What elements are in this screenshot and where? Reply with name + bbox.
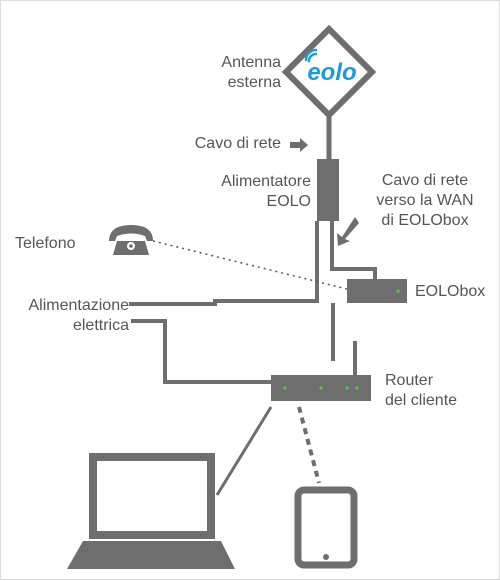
label-eolobox: EOLObox	[415, 283, 486, 300]
label-phone: Telefono	[15, 235, 76, 252]
label-antenna: Antenna esterna	[221, 54, 281, 91]
laptop-icon	[67, 453, 235, 569]
laptop-cable	[215, 406, 273, 496]
eolo-logo-text: eolo	[307, 59, 356, 86]
tablet-icon	[294, 486, 358, 569]
label-power: Alimentazione elettrica	[28, 297, 130, 334]
label-router: Router del cliente	[385, 372, 458, 409]
telephone-icon	[109, 225, 153, 255]
label-wan-cable: Cavo di rete verso la WAN di EOLObox	[376, 172, 474, 229]
arrow-down-left-icon	[337, 217, 359, 246]
tablet-wifi	[297, 406, 321, 484]
arrow-right-icon	[290, 138, 308, 152]
label-power-supply: Alimentatore EOLO	[221, 173, 311, 210]
antenna-diamond-icon: eolo	[281, 24, 377, 120]
label-network-cable: Cavo di rete	[194, 135, 281, 152]
power-supply-box	[317, 159, 339, 221]
